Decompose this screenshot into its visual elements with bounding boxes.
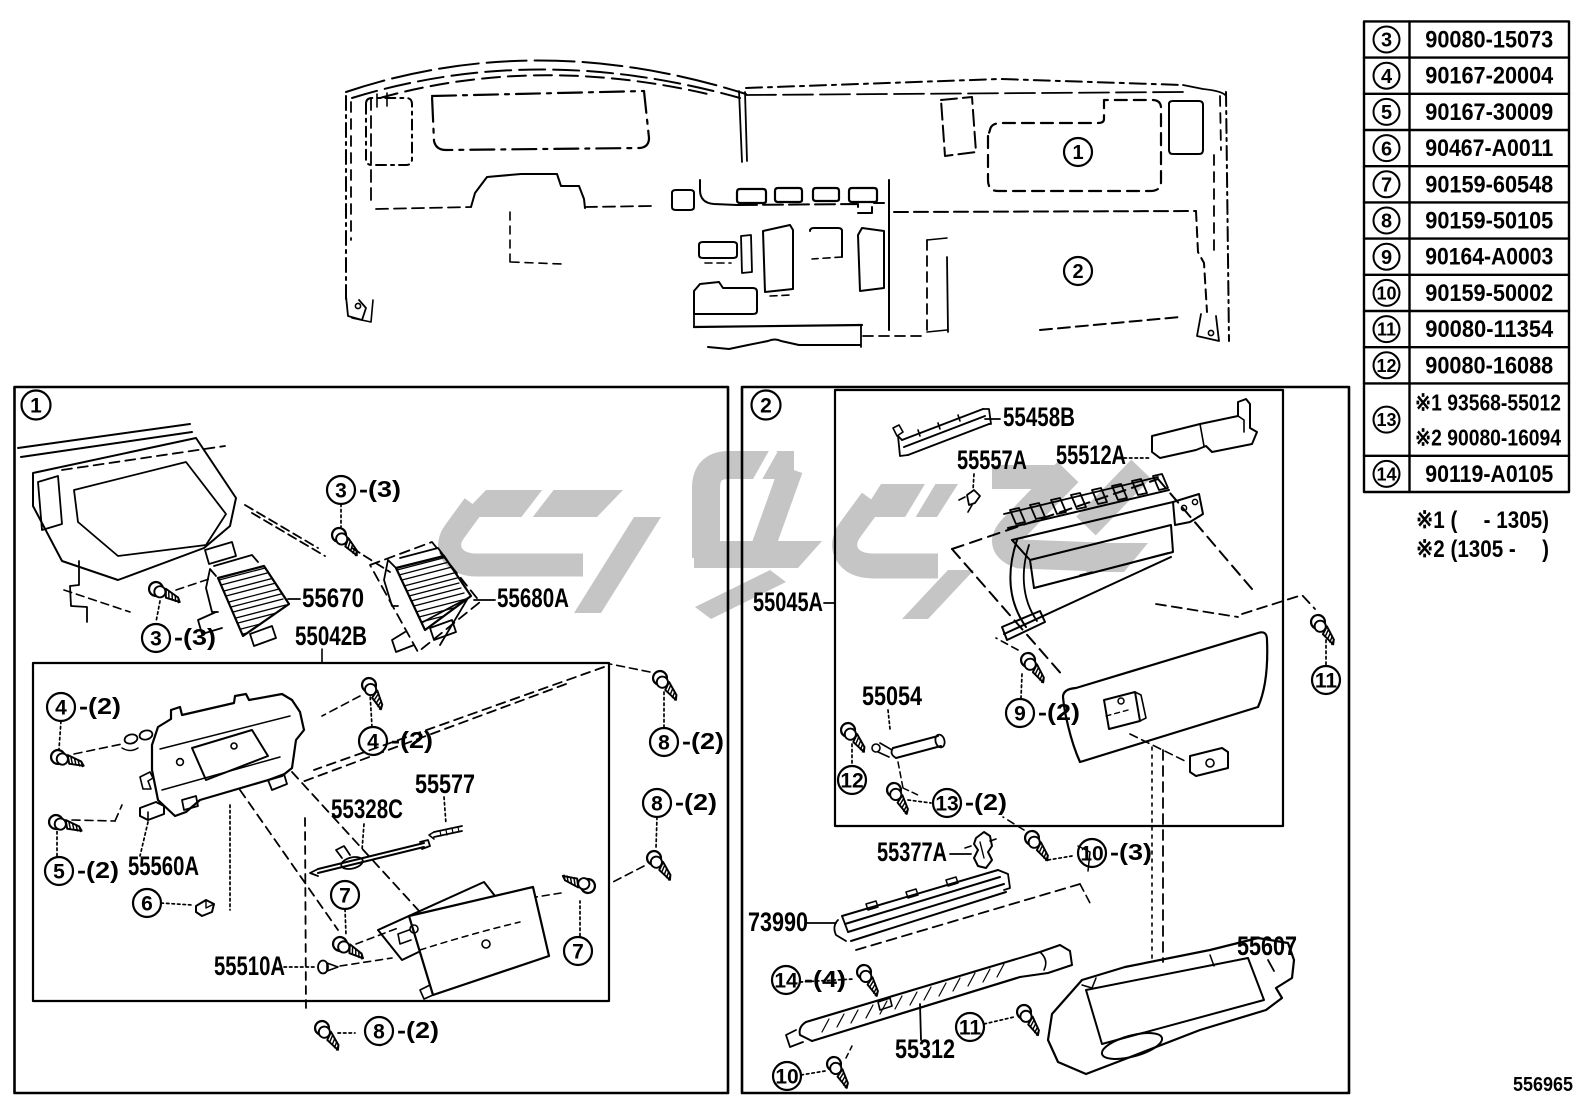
svg-text:90080-11354: 90080-11354: [1425, 316, 1554, 343]
svg-text:55054: 55054: [862, 681, 922, 711]
svg-text:2: 2: [1072, 261, 1083, 283]
svg-text:11: 11: [1315, 670, 1338, 693]
svg-text:90119-A0105: 90119-A0105: [1425, 461, 1553, 488]
svg-text:11: 11: [959, 1017, 982, 1040]
svg-text:8: 8: [1381, 211, 1392, 233]
svg-text:13: 13: [1376, 410, 1396, 430]
svg-text:8: 8: [651, 793, 663, 816]
svg-text:73990: 73990: [748, 907, 808, 937]
svg-text:3: 3: [335, 480, 347, 503]
svg-text:55512A: 55512A: [1056, 440, 1126, 470]
svg-text:7: 7: [1381, 175, 1392, 197]
svg-text:9: 9: [1014, 703, 1026, 726]
svg-text:12: 12: [1376, 356, 1396, 376]
svg-text:11: 11: [1377, 320, 1396, 340]
svg-text:-(2): -(2): [397, 1017, 439, 1043]
svg-text:2: 2: [760, 395, 772, 418]
svg-text:55560A: 55560A: [128, 851, 199, 881]
svg-text:14: 14: [774, 970, 798, 993]
svg-text:3: 3: [1381, 30, 1392, 52]
svg-text:55557A: 55557A: [957, 445, 1027, 475]
svg-text:90080-15073: 90080-15073: [1425, 27, 1553, 54]
svg-text:1: 1: [30, 395, 42, 418]
svg-text:55510A: 55510A: [214, 951, 285, 981]
svg-text:55377A: 55377A: [877, 837, 947, 867]
svg-text:90159-50105: 90159-50105: [1425, 208, 1553, 235]
svg-text:10: 10: [1376, 283, 1396, 303]
svg-text:55680A: 55680A: [497, 583, 569, 613]
svg-text:※1 ( - 1305): ※1 ( - 1305): [1416, 507, 1549, 534]
svg-text:14: 14: [1376, 464, 1396, 484]
svg-text:55577: 55577: [415, 769, 475, 799]
svg-text:90167-30009: 90167-30009: [1425, 99, 1553, 126]
svg-text:5: 5: [53, 861, 65, 884]
svg-text:8: 8: [373, 1021, 385, 1044]
svg-text:10: 10: [775, 1066, 798, 1089]
svg-text:55312: 55312: [895, 1034, 955, 1064]
svg-text:13: 13: [935, 793, 958, 816]
svg-text:-(2): -(2): [675, 789, 717, 815]
svg-text:90467-A0011: 90467-A0011: [1425, 135, 1553, 162]
svg-text:3: 3: [150, 628, 162, 651]
svg-text:-(2): -(2): [1038, 699, 1080, 725]
svg-text:※1 93568-55012: ※1 93568-55012: [1415, 389, 1561, 415]
svg-text:556965: 556965: [1513, 1074, 1573, 1096]
svg-text:1: 1: [1072, 142, 1083, 164]
svg-text:7: 7: [339, 885, 351, 908]
svg-text:90164-A0003: 90164-A0003: [1425, 244, 1553, 271]
svg-text:55045A: 55045A: [753, 587, 823, 617]
svg-text:※2 90080-16094: ※2 90080-16094: [1415, 424, 1561, 450]
svg-text:55328C: 55328C: [331, 794, 403, 824]
svg-text:55042B: 55042B: [295, 621, 367, 651]
svg-text:4: 4: [1381, 66, 1393, 88]
svg-text:5: 5: [1381, 102, 1392, 124]
svg-text:6: 6: [141, 893, 153, 916]
svg-text:90159-50002: 90159-50002: [1425, 280, 1553, 307]
svg-text:10: 10: [1080, 843, 1103, 866]
svg-text:-(3): -(3): [359, 476, 401, 502]
svg-text:55670: 55670: [302, 583, 364, 613]
svg-text:9: 9: [1381, 247, 1392, 269]
svg-text:8: 8: [658, 732, 670, 755]
svg-text:-(2): -(2): [79, 693, 121, 719]
svg-text:※2 (1305 - ): ※2 (1305 - ): [1416, 536, 1549, 563]
svg-text:90080-16088: 90080-16088: [1425, 352, 1553, 379]
svg-text:90167-20004: 90167-20004: [1425, 63, 1554, 90]
svg-text:55607: 55607: [1237, 931, 1297, 961]
svg-text:-(3): -(3): [1110, 839, 1152, 865]
svg-text:-(2): -(2): [965, 789, 1007, 815]
svg-text:90159-60548: 90159-60548: [1425, 171, 1553, 198]
svg-text:7: 7: [572, 941, 584, 964]
svg-text:12: 12: [840, 770, 863, 793]
svg-text:-(3): -(3): [174, 624, 216, 650]
svg-text:55458B: 55458B: [1003, 402, 1075, 432]
svg-text:-(2): -(2): [682, 728, 724, 754]
svg-text:-(2): -(2): [77, 857, 119, 883]
svg-text:4: 4: [55, 697, 67, 720]
svg-text:6: 6: [1381, 138, 1392, 160]
